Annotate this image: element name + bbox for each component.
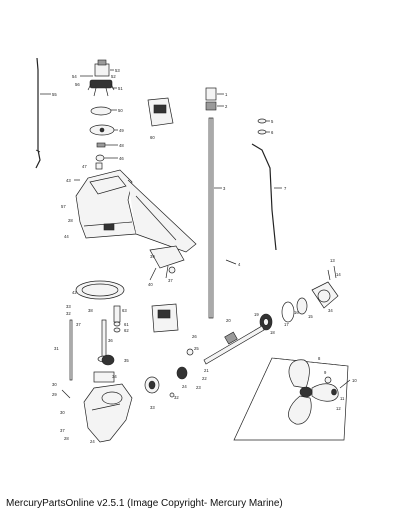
callout-12: 12 xyxy=(336,406,341,411)
callout-11: 11 xyxy=(340,396,345,401)
callout-42: 42 xyxy=(72,290,77,295)
callout-18: 18 xyxy=(270,330,275,335)
callout-29: 29 xyxy=(52,392,57,397)
callout-20: 20 xyxy=(226,318,231,323)
reverse-gear-part[interactable] xyxy=(259,313,273,331)
seal-kit-part[interactable] xyxy=(151,303,179,333)
callout-24b: 24 xyxy=(90,439,95,444)
callout-47: 47 xyxy=(82,164,87,169)
o-ring-part[interactable] xyxy=(281,301,295,323)
callout-21: 21 xyxy=(204,368,209,373)
callout-31: 31 xyxy=(54,346,59,351)
callout-5: 5 xyxy=(271,119,274,124)
bearing-carrier-part[interactable] xyxy=(311,265,339,309)
shift-rod-part[interactable] xyxy=(35,57,41,169)
callout-26: 26 xyxy=(192,334,197,339)
callout-7: 7 xyxy=(284,186,287,191)
exhaust-plate-part[interactable] xyxy=(149,245,185,281)
callout-34: 34 xyxy=(328,308,333,313)
callout-37: 37 xyxy=(168,278,173,283)
parts-exploded-diagram: 55 53 52 54 56 51 50 49 48 46 47 60 xyxy=(35,57,357,444)
callout-53: 53 xyxy=(115,68,120,73)
callout-13: 13 xyxy=(330,258,335,263)
pinion-gear-part[interactable] xyxy=(144,376,160,394)
callout-24: 24 xyxy=(182,384,187,389)
callout-33: 33 xyxy=(150,405,155,410)
gear-housing-part[interactable] xyxy=(83,371,133,443)
callout-36: 36 xyxy=(108,338,113,343)
callout-6: 6 xyxy=(271,130,274,135)
callout-46: 46 xyxy=(119,156,124,161)
callout-62: 62 xyxy=(124,328,129,333)
callout-44: 44 xyxy=(64,234,69,239)
callout-32b: 32 xyxy=(66,311,71,316)
stud-part[interactable] xyxy=(69,319,73,381)
seal-washer-part[interactable] xyxy=(257,118,267,135)
callout-30b: 30 xyxy=(60,410,65,415)
gasket-ring-part[interactable] xyxy=(75,280,125,300)
callout-32: 32 xyxy=(174,395,179,400)
forward-gear-part[interactable] xyxy=(176,348,194,380)
callout-23: 23 xyxy=(196,385,201,390)
propeller-shaft-part[interactable] xyxy=(203,325,265,365)
callout-55: 55 xyxy=(52,92,57,97)
callout-2: 2 xyxy=(225,104,228,109)
copyright-footer: MercuryPartsOnline v2.5.1 (Image Copyrig… xyxy=(6,498,283,509)
water-tube-part[interactable] xyxy=(97,305,121,363)
callout-33b: 33 xyxy=(66,304,71,309)
propeller-nut-part[interactable] xyxy=(324,376,351,396)
callout-35: 35 xyxy=(124,358,129,363)
repair-kit-part[interactable] xyxy=(147,97,174,127)
driveshaft-housing-part[interactable] xyxy=(75,169,197,253)
callout-57: 57 xyxy=(61,204,66,209)
callout-1: 1 xyxy=(225,92,228,97)
callout-63: 63 xyxy=(122,308,127,313)
callout-34b: 34 xyxy=(112,374,117,379)
seal-part[interactable] xyxy=(296,297,308,315)
callout-28: 28 xyxy=(68,218,73,223)
water-pickup-part[interactable] xyxy=(101,354,115,366)
callout-16: 16 xyxy=(294,310,299,315)
callout-40: 40 xyxy=(148,282,153,287)
callout-43: 43 xyxy=(66,178,71,183)
callout-49: 49 xyxy=(119,128,124,133)
callout-3: 3 xyxy=(223,186,226,191)
callout-60: 60 xyxy=(150,135,155,140)
callout-22: 22 xyxy=(202,376,207,381)
callout-4: 4 xyxy=(238,262,241,267)
callout-19: 19 xyxy=(254,312,259,317)
propeller-part[interactable] xyxy=(233,357,349,441)
callout-10: 10 xyxy=(352,378,357,383)
callout-25: 25 xyxy=(194,346,199,351)
callout-38: 38 xyxy=(88,308,93,313)
callout-50: 50 xyxy=(118,108,123,113)
callout-54: 54 xyxy=(72,74,77,79)
callout-48: 48 xyxy=(119,143,124,148)
callout-39: 39 xyxy=(150,254,155,259)
callout-56: 56 xyxy=(75,82,80,87)
callout-37b: 37 xyxy=(76,322,81,327)
callout-52: 52 xyxy=(111,74,116,79)
callout-61: 61 xyxy=(124,322,129,327)
driveshaft-part[interactable] xyxy=(205,87,217,319)
callout-28b: 28 xyxy=(64,436,69,441)
callout-8: 8 xyxy=(318,356,321,361)
callout-17: 17 xyxy=(284,322,289,327)
callout-51: 51 xyxy=(118,86,123,91)
callout-37c: 37 xyxy=(60,428,65,433)
screw-part[interactable] xyxy=(225,259,237,265)
callout-9: 9 xyxy=(324,370,327,375)
callout-15: 15 xyxy=(308,314,313,319)
shift-shaft-part[interactable] xyxy=(251,143,277,251)
callout-14: 14 xyxy=(336,272,341,277)
callout-30: 30 xyxy=(52,382,57,387)
